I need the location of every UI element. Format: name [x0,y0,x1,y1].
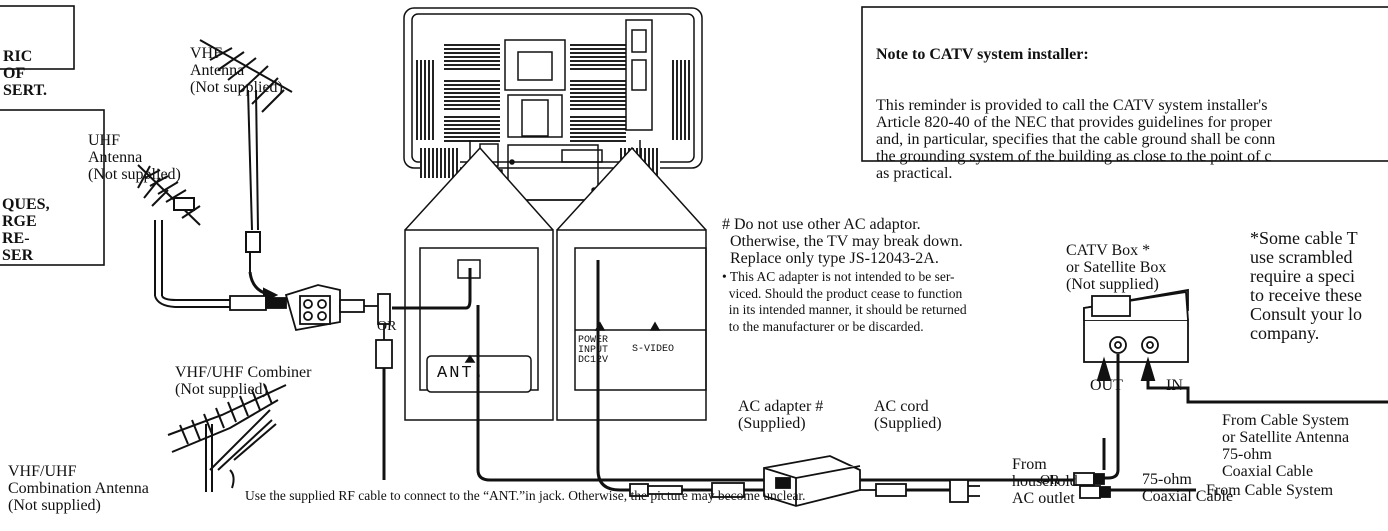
combiner-drawing [229,284,393,369]
ac-adapter-drawing [763,455,861,507]
out-label: OUT [1090,377,1123,394]
or-label-bottom: OR [1040,473,1060,488]
svideo-label: S-VIDEO [632,344,675,355]
left-box-bottom [0,109,105,266]
ac-cord-label: AC cord(Supplied) [874,398,942,432]
in-label: IN [1166,377,1183,394]
catv-note: Note to CATV system installer: This remi… [876,46,1276,182]
catv-box-label: CATV Box *or Satellite Box(Not supplied) [1066,242,1167,293]
rf-cable-note: Use the supplied RF cable to connect to … [245,488,806,503]
combiner-label: VHF/UHF Combiner(Not supplied) [175,364,312,398]
catv-box-drawing [1083,288,1189,363]
adaptor-service-note: • This AC adapter is not intended to be … [722,269,967,334]
tv-back [403,7,703,201]
cables [382,260,1080,492]
combination-antenna-drawing [167,383,287,492]
connection-diagram [0,5,1388,507]
or-label-left: OR [377,319,397,334]
left-box-top [0,5,75,70]
callout-right [556,146,707,421]
ant-jack-label: ANT. [437,364,486,383]
adaptor-warning: # Do not use other AC adaptor. Otherwise… [722,216,963,267]
uhf-antenna-drawing [137,164,230,308]
vhf-antenna-drawing [199,39,293,303]
note-box [861,6,1388,162]
ac-adapter-label: AC adapter #(Supplied) [738,398,824,432]
from-cable-system-bottom-label: From Cable System [1206,482,1334,499]
